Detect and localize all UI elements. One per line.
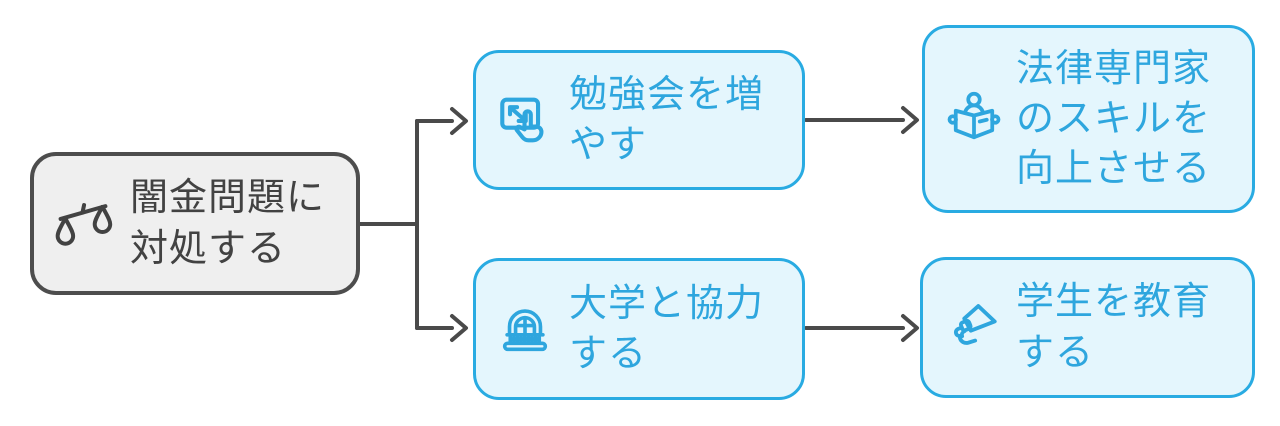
node-label: 勉強会を増 やす	[569, 70, 764, 170]
node-label-line: やす	[569, 124, 648, 166]
node-label-line: 学生を教育	[1016, 281, 1212, 324]
node-root: 闇金問題に 対処する	[30, 152, 360, 295]
edge-root-split-line	[358, 119, 419, 330]
university-icon	[496, 300, 554, 358]
node-label-line: する	[569, 333, 648, 375]
megaphone-icon	[943, 299, 1001, 357]
node-label-line: のスキルを	[1016, 97, 1212, 140]
node-educate-students: 学生を教育 する	[920, 257, 1255, 398]
node-label-line: する	[1016, 331, 1095, 374]
edge-root-study-arrowhead	[450, 107, 468, 135]
node-university-cooperation: 大学と協力 する	[473, 258, 805, 400]
node-label-line: 向上させる	[1016, 148, 1212, 191]
edge-root-university-arrowhead	[450, 314, 468, 342]
edge-study-skills-arrowhead	[901, 106, 919, 134]
node-legal-expert-skills: 法律専門家 のスキルを 向上させる	[922, 25, 1255, 213]
node-label-line: 対処する	[130, 227, 287, 270]
edge-university-educate-arrowhead	[901, 314, 919, 342]
scales-icon	[51, 192, 115, 256]
node-label: 学生を教育 する	[1016, 277, 1211, 377]
node-label-line: 勉強会を増	[569, 73, 765, 116]
reading-person-icon	[944, 89, 1004, 149]
node-label-line: 法律専門家	[1016, 47, 1212, 90]
node-label: 大学と協力 する	[569, 279, 764, 379]
node-label-line: 大学と協力	[569, 282, 765, 325]
touch-screen-icon	[496, 91, 554, 149]
node-label: 闇金問題に 対処する	[130, 173, 325, 273]
node-label-line: 闇金問題に	[130, 177, 326, 220]
node-label: 法律専門家 のスキルを 向上させる	[1016, 44, 1211, 194]
node-study-sessions: 勉強会を増 やす	[473, 50, 805, 190]
